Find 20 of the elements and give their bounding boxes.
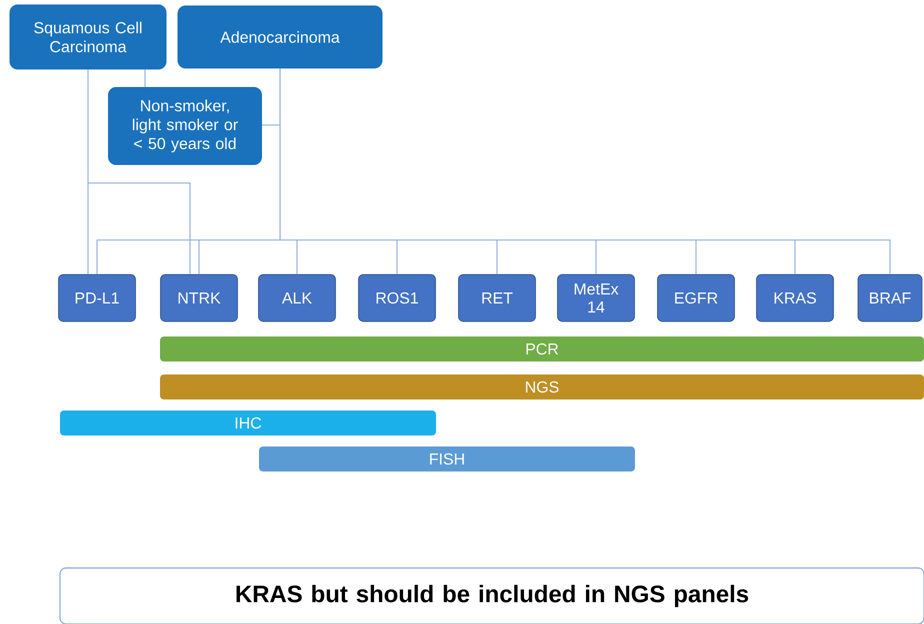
biomarker-box: NTRK (160, 274, 238, 322)
biomarker-box: BRAF (858, 274, 922, 322)
method-bar: PCR (160, 336, 924, 362)
method-bar: FISH (259, 446, 635, 472)
biomarker-box: KRAS (756, 274, 834, 322)
biomarker-box: RET (458, 274, 536, 322)
biomarker-box: MetEx 14 (557, 274, 635, 322)
category-box: Squamous Cell Carcinoma (10, 4, 166, 70)
method-bar: NGS (160, 374, 924, 400)
connector-line (144, 69, 146, 88)
category-box: Non-smoker, light smoker or < 50 years old (108, 87, 262, 165)
biomarker-box: ALK (258, 274, 336, 322)
method-bar: IHC (60, 410, 436, 436)
connector-line (88, 69, 190, 275)
biomarker-box: PD-L1 (58, 274, 136, 322)
biomarker-box: EGFR (657, 274, 735, 322)
note-box: KRAS but should be included in NGS panels (59, 567, 924, 624)
biomarker-box: ROS1 (358, 274, 436, 322)
category-box: Adenocarcinoma (178, 6, 382, 68)
connector-line (262, 124, 890, 275)
